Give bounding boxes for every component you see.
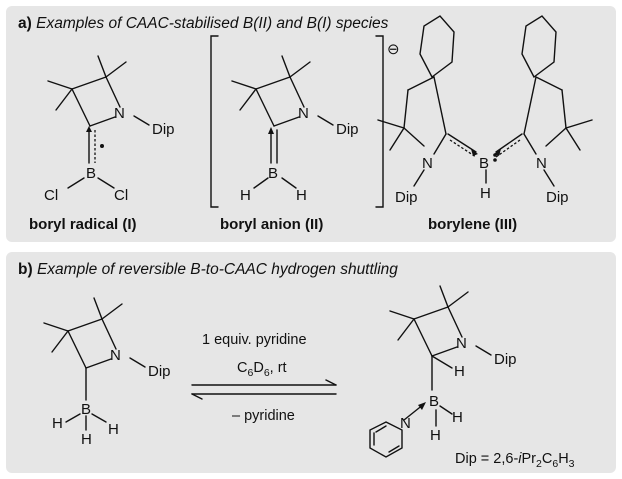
equilibrium-arrows: 1 equiv. pyridine C6D6, rt – pyridine	[191, 332, 337, 424]
radical-n-atom: N	[114, 105, 125, 122]
radical-b-atom: B	[86, 165, 96, 182]
anion-h-left: H	[240, 187, 251, 204]
product-b-atom: B	[429, 393, 439, 410]
panel-a: a) Examples of CAAC-stabilised B(II) and…	[6, 6, 616, 242]
caption-boryl-anion: boryl anion (II)	[220, 216, 323, 233]
dip-definition: Dip = 2,6-iPr2C6H3	[455, 451, 575, 470]
boryl-radical-structure: N Dip B Cl Cl boryl radical (I)	[29, 55, 175, 233]
caption-borylene: borylene (III)	[428, 216, 517, 233]
borylene-h-atom: H	[480, 185, 491, 202]
radical-cl-left: Cl	[44, 187, 58, 204]
anion-dip-label: Dip	[336, 121, 359, 138]
borylene-dip-left: Dip	[395, 189, 418, 206]
reactant-h-right: H	[108, 421, 119, 438]
borylene-n-right: N	[536, 155, 547, 172]
boryl-anion-structure: ⊖ N Dip B H H	[210, 35, 400, 233]
condition-reverse: – pyridine	[232, 408, 295, 424]
product-dip-label: Dip	[494, 351, 517, 368]
panel-b-letter: b)	[18, 261, 33, 278]
reactant-h-bottom: H	[81, 431, 92, 448]
panel-b-heading: b) Example of reversible B-to-CAAC hydro…	[18, 261, 398, 279]
caption-boryl-radical: boryl radical (I)	[29, 216, 137, 233]
pyridine-n-atom: N	[400, 415, 411, 432]
panel-b: b) Example of reversible B-to-CAAC hydro…	[6, 252, 616, 473]
panel-a-letter: a)	[18, 15, 32, 32]
anion-b-atom: B	[268, 165, 278, 182]
condition-reagent: 1 equiv. pyridine	[202, 332, 307, 348]
panel-a-heading: a) Examples of CAAC-stabilised B(II) and…	[18, 15, 388, 33]
reactant-structure: N Dip B H H H	[43, 297, 171, 448]
borylene-b-atom: B	[479, 155, 489, 172]
condition-solvent: C6D6, rt	[237, 360, 287, 379]
borylene-n-left: N	[422, 155, 433, 172]
reactant-n-atom: N	[110, 347, 121, 364]
panel-a-title: Examples of CAAC-stabilised B(II) and B(…	[36, 15, 389, 32]
reactant-b-atom: B	[81, 401, 91, 418]
anion-charge: ⊖	[387, 41, 400, 58]
radical-dip-label: Dip	[152, 121, 175, 138]
reactant-h-left: H	[52, 415, 63, 432]
radical-cl-right: Cl	[114, 187, 128, 204]
borylene-structure: N N B H Dip Dip borylene (III)	[377, 15, 593, 233]
product-c-h: H	[454, 363, 465, 380]
anion-h-right: H	[296, 187, 307, 204]
panel-b-title: Example of reversible B-to-CAAC hydrogen…	[36, 261, 398, 278]
product-b-h-bottom: H	[430, 427, 441, 444]
product-b-h-right: H	[452, 409, 463, 426]
reactant-dip-label: Dip	[148, 363, 171, 380]
anion-n-atom: N	[298, 105, 309, 122]
borylene-dip-right: Dip	[546, 189, 569, 206]
panel-a-structures: N Dip B Cl Cl boryl radical (I) ⊖	[29, 15, 593, 233]
product-structure: N Dip H B H H N	[369, 285, 517, 458]
panel-b-structures: N Dip B H H H 1 equiv. pyridine C6D6, rt…	[43, 285, 575, 470]
product-n-atom: N	[456, 335, 467, 352]
